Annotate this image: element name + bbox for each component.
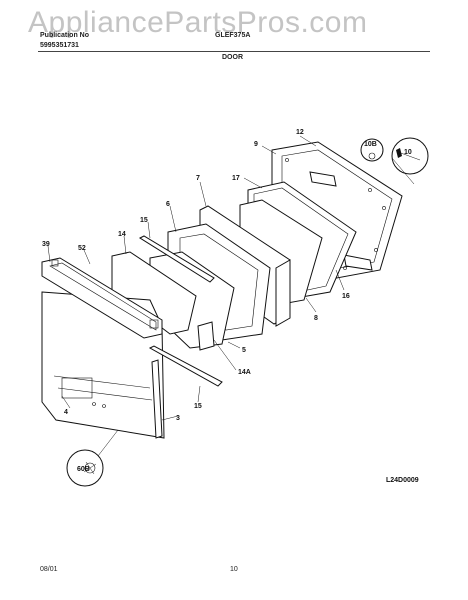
publication-label: Publication No [40,32,89,39]
callout-labels: 12 9 10B 10 17 7 6 15 14 39 52 16 8 5 14… [42,129,412,473]
callout-15-lower: 15 [194,403,202,410]
hinge-bracket [309,171,373,271]
footer-page-number: 10 [230,566,238,573]
callout-15-upper: 15 [140,217,148,224]
door-handle-trim [41,257,163,339]
callout-14a: 14A [238,369,251,376]
callout-5: 5 [242,347,246,354]
watermark: AppliancePartsPros.com [28,6,368,39]
leader-lines [47,135,415,457]
callout-52: 52 [78,245,86,252]
header-rule [38,51,430,52]
seal-strip-upper [138,235,215,283]
side-trim [151,359,163,439]
footer-date: 08/01 [40,566,58,573]
diagram-code: L24D0009 [386,477,419,484]
callout-6: 6 [166,201,170,208]
callout-8: 8 [314,315,318,322]
section-title: DOOR [222,54,243,61]
callout-9: 9 [254,141,258,148]
callout-14: 14 [118,231,126,238]
screw-10-inset [391,137,429,175]
model-number: GLEF375A [215,32,251,39]
callout-10: 10 [404,149,412,156]
callout-60b: 60B [77,466,90,473]
callout-10b: 10B [364,141,377,148]
seal-strip-lower [148,321,223,387]
publication-number: 5995351731 [40,42,79,49]
callout-12: 12 [296,129,304,136]
callout-17: 17 [232,175,240,182]
callout-3: 3 [176,415,180,422]
callout-4: 4 [64,409,68,416]
callout-16: 16 [342,293,350,300]
screw-60b-inset [66,449,104,487]
washer-10b-inset [360,138,384,162]
callout-39: 39 [42,241,50,248]
callout-7: 7 [196,175,200,182]
